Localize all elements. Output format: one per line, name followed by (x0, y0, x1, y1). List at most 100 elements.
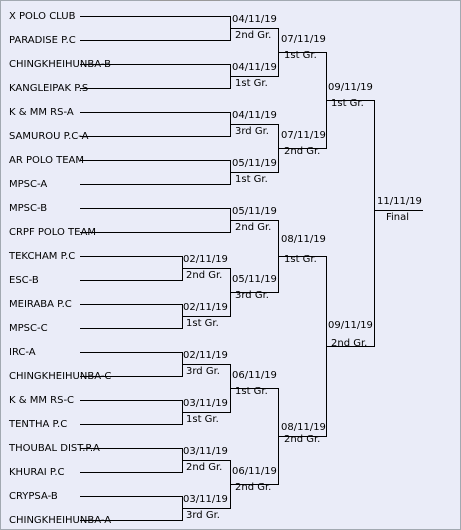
match-ground: 2nd Gr. (186, 270, 223, 281)
team-line (80, 400, 183, 401)
bracket-line (182, 460, 231, 461)
bracket-line (182, 316, 231, 317)
bracket-line (182, 412, 231, 413)
match-date: 05/11/19 (232, 158, 277, 169)
team-line (80, 136, 231, 137)
bracket-line (278, 148, 327, 149)
team-line (80, 184, 231, 185)
team-line (80, 424, 183, 425)
match-date: 02/11/19 (183, 254, 228, 265)
bracket-line (182, 364, 231, 365)
team-line (80, 496, 183, 497)
match-date: 05/11/19 (232, 206, 277, 217)
match-ground: 1st Gr. (235, 386, 268, 397)
match-ground: 2nd Gr. (186, 462, 223, 473)
bracket-line (182, 508, 231, 509)
team-name: THOUBAL DIST.P.A (9, 443, 100, 454)
team-name: KANGLEIPAK P.S (9, 83, 89, 94)
match-ground: 1st Gr. (235, 174, 268, 185)
match-date: 07/11/19 (281, 130, 326, 141)
match-date: 03/11/19 (183, 446, 228, 457)
team-line (80, 328, 183, 329)
bracket-line (230, 172, 279, 173)
team-line (80, 88, 231, 89)
match-ground: 1st Gr. (284, 50, 317, 61)
bracket-line (230, 484, 279, 485)
match-ground: 3rd Gr. (235, 290, 269, 301)
team-name: ESC-B (9, 275, 39, 286)
bracket-line (278, 52, 327, 53)
team-name: PARADISE P.C (9, 35, 76, 46)
bracket-line (374, 100, 375, 347)
bracket-line (182, 268, 231, 269)
bracket-line (230, 124, 279, 125)
team-line (80, 232, 231, 233)
bracket-line (278, 256, 327, 257)
match-ground: 3rd Gr. (235, 126, 269, 137)
match-date: 04/11/19 (232, 14, 277, 25)
match-date: 09/11/19 (328, 320, 373, 331)
team-line (80, 352, 183, 353)
bracket-line (230, 28, 279, 29)
team-name: MPSC-A (9, 179, 48, 190)
match-ground: 3rd Gr. (186, 366, 220, 377)
match-ground: 2nd Gr. (284, 146, 321, 157)
team-line (80, 208, 231, 209)
match-date: 04/11/19 (232, 110, 277, 121)
team-line (80, 376, 183, 377)
bracket-line (278, 436, 327, 437)
match-date: 08/11/19 (281, 234, 326, 245)
team-name: AR POLO TEAM (9, 155, 85, 166)
team-name: TENTHA P.C (9, 419, 68, 430)
bracket-line (326, 346, 375, 347)
match-ground: 2nd Gr. (235, 222, 272, 233)
team-name: K & MM RS-A (9, 107, 74, 118)
match-date: 03/11/19 (183, 398, 228, 409)
match-ground: 1st Gr. (186, 414, 219, 425)
match-date: 06/11/19 (232, 370, 277, 381)
team-name: MPSC-B (9, 203, 48, 214)
final-date: 11/11/19 (377, 196, 422, 207)
team-name: IRC-A (9, 347, 36, 358)
match-ground: 2nd Gr. (284, 434, 321, 445)
match-ground: 1st Gr. (235, 78, 268, 89)
team-name: X POLO CLUB (9, 11, 76, 22)
team-line (80, 448, 183, 449)
team-line (80, 16, 231, 17)
match-ground: 1st Gr. (284, 254, 317, 265)
team-name: CHINGKHEIHUNBA-C (9, 371, 112, 382)
team-line (80, 280, 183, 281)
match-ground: 2nd Gr. (235, 482, 272, 493)
match-ground: 2nd Gr. (235, 30, 272, 41)
match-date: 06/11/19 (232, 466, 277, 477)
bracket-line (230, 388, 279, 389)
match-date: 09/11/19 (328, 82, 373, 93)
match-ground: 1st Gr. (331, 98, 364, 109)
team-name: CHINGKHEIHUNBA-B (9, 59, 111, 70)
team-name: CRYPSA-B (9, 491, 58, 502)
bracket-line (230, 292, 279, 293)
team-name: KHURAI P.C (9, 467, 65, 478)
team-line (80, 112, 231, 113)
team-line (80, 304, 183, 305)
team-name: TEKCHAM P.C (9, 251, 76, 262)
team-name: MEIRABA P.C (9, 299, 72, 310)
match-date: 08/11/19 (281, 422, 326, 433)
match-ground: 2nd Gr. (331, 338, 368, 349)
final-label: Final (386, 212, 410, 223)
team-line (80, 256, 183, 257)
team-name: CRPF POLO TEAM (9, 227, 96, 238)
match-date: 02/11/19 (183, 350, 228, 361)
team-name: K & MM RS-C (9, 395, 75, 406)
match-date: 05/11/19 (232, 274, 277, 285)
team-name: MPSC-C (9, 323, 48, 334)
top-border (150, 0, 220, 4)
team-line (80, 160, 231, 161)
match-ground: 1st Gr. (186, 318, 219, 329)
match-date: 07/11/19 (281, 34, 326, 45)
bracket-line (230, 76, 279, 77)
bracket-line (326, 100, 375, 101)
bracket-line (230, 220, 279, 221)
team-line (80, 472, 183, 473)
team-line (80, 520, 183, 521)
